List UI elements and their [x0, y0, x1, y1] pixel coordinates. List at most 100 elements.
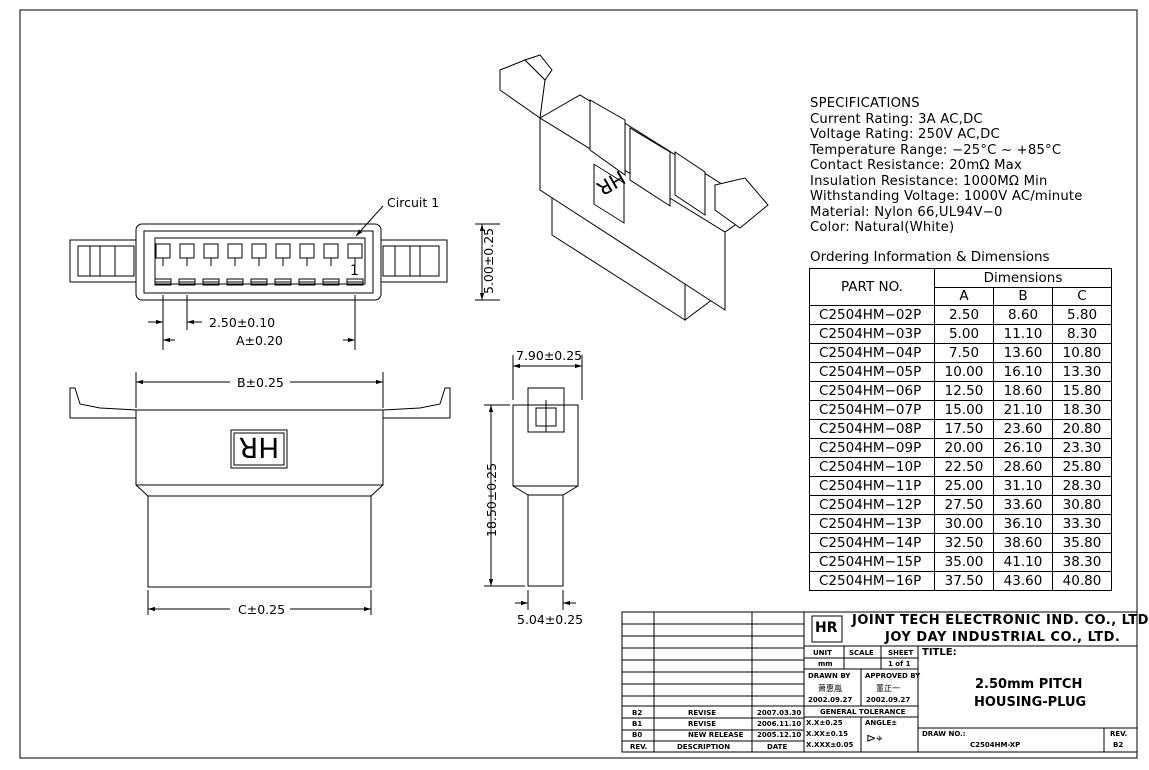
dim-b-cell: 31.10	[993, 476, 1053, 496]
circuit-label: Circuit 1	[387, 195, 439, 210]
revision-code: B2	[632, 709, 643, 717]
dim-a-cell: 25.00	[934, 476, 994, 496]
desc-header: DESCRIPTION	[677, 743, 731, 751]
drawn-by-label: DRAWN BY	[808, 672, 851, 680]
front-view-dimensions	[135, 372, 384, 615]
approved-by-name: 董正一	[876, 684, 900, 693]
rev-header: REV.	[630, 743, 648, 751]
rev-label: REV.	[1110, 730, 1128, 738]
approved-date: 2002.09.27	[866, 696, 911, 704]
company-name-1: JOINT TECH ELECTRONIC IND. CO., LTD.	[852, 613, 1149, 628]
spec-line: Material: Nylon 66,UL94V−0	[810, 204, 1003, 220]
dim-a-cell: 30.00	[934, 514, 994, 534]
drawn-date: 2002.09.27	[808, 696, 853, 704]
dim-a-cell: 12.50	[934, 381, 994, 401]
draw-no-value: C2504HM-XP	[970, 741, 1021, 749]
dimensions-header: Dimensions	[934, 268, 1112, 288]
spec-heading: SPECIFICATIONS	[810, 96, 920, 111]
side-height-dimension: 18.50±0.25	[484, 463, 499, 537]
side-view	[512, 387, 579, 587]
front-view	[69, 387, 451, 588]
dim-b-cell: 18.60	[993, 381, 1053, 401]
dim-a-cell: 10.00	[934, 362, 994, 382]
part-no-cell: C2504HM−07P	[809, 400, 935, 420]
company-logo: HR	[815, 620, 838, 636]
revision-description: NEW RELEASE	[688, 731, 744, 739]
dim-a-cell: 37.50	[934, 571, 994, 591]
side-bottom-dimension: 5.04±0.25	[517, 612, 583, 627]
dim-c-cell: 5.80	[1052, 305, 1112, 325]
dim-c-cell: 33.30	[1052, 514, 1112, 534]
revision-description: REVISE	[688, 720, 717, 728]
title-line-1: 2.50mm PITCH	[975, 677, 1083, 692]
spec-line: Temperature Range: −25°C ~ +85°C	[810, 142, 1062, 158]
revision-date: 2006.11.10	[757, 720, 802, 728]
part-no-cell: C2504HM−06P	[809, 381, 935, 401]
title-block	[621, 611, 1138, 753]
unit-label: UNIT	[813, 649, 832, 657]
part-no-cell: C2504HM−04P	[809, 343, 935, 363]
dim-c-cell: 23.30	[1052, 438, 1112, 458]
dim-b-cell: 28.60	[993, 457, 1053, 477]
dim-b-cell: 43.60	[993, 571, 1053, 591]
company-name-2: JOY DAY INDUSTRIAL CO., LTD.	[885, 630, 1121, 645]
part-no-cell: C2504HM−11P	[809, 476, 935, 496]
c-dimension: C±0.25	[238, 602, 285, 617]
a-dimension: A±0.20	[236, 333, 283, 348]
pin-cavity	[202, 243, 220, 286]
part-no-cell: C2504HM−16P	[809, 571, 935, 591]
dim-c-cell: 18.30	[1052, 400, 1112, 420]
ordering-title: Ordering Information & Dimensions	[810, 249, 1050, 265]
pin-cavity	[322, 243, 340, 286]
spec-line: Withstanding Voltage: 1000V AC/minute	[810, 189, 1083, 204]
sheet-label: SHEET	[888, 649, 914, 657]
dim-b-cell: 21.10	[993, 400, 1053, 420]
date-header: DATE	[767, 743, 788, 751]
pin-cavity	[346, 243, 364, 286]
dim-a-cell: 15.00	[934, 400, 994, 420]
dim-b-cell: 41.10	[993, 552, 1053, 572]
part-no-cell: C2504HM−09P	[809, 438, 935, 458]
draw-no-label: DRAW NO.:	[922, 730, 966, 738]
title-line-2: HOUSING-PLUG	[974, 695, 1087, 710]
spec-line: Color: Natural(White)	[810, 220, 955, 235]
dim-b-cell: 8.60	[993, 305, 1053, 325]
dim-a-cell: 35.00	[934, 552, 994, 572]
top-view	[69, 223, 448, 301]
dim-b-cell: 16.10	[993, 362, 1053, 382]
part-no-cell: C2504HM−15P	[809, 552, 935, 572]
dim-a-cell: 32.50	[934, 533, 994, 553]
dim-a-cell: 7.50	[934, 343, 994, 363]
drawing-border	[19, 9, 1138, 759]
sheet-value: 1 of 1	[888, 660, 911, 668]
tolerance-3: X.XXX±0.05	[806, 741, 854, 749]
revision-date: 2005.12.10	[757, 731, 802, 739]
part-no-cell: C2504HM−02P	[809, 305, 935, 325]
top-view-dimensions	[148, 223, 500, 350]
part-no-cell: C2504HM−10P	[809, 457, 935, 477]
dim-a-cell: 27.50	[934, 495, 994, 515]
spec-line: Insulation Resistance: 1000MΩ Min	[810, 173, 1048, 189]
dim-b-cell: 26.10	[993, 438, 1053, 458]
revision-date: 2007.03.30	[757, 709, 802, 717]
part-no-cell: C2504HM−14P	[809, 533, 935, 553]
pitch-dimension: 2.50±0.10	[209, 315, 275, 330]
unit-value: mm	[818, 660, 833, 668]
part-no-cell: C2504HM−05P	[809, 362, 935, 382]
dim-c-cell: 30.80	[1052, 495, 1112, 515]
dim-b-cell: 13.60	[993, 343, 1053, 363]
scale-label: SCALE	[849, 649, 874, 657]
